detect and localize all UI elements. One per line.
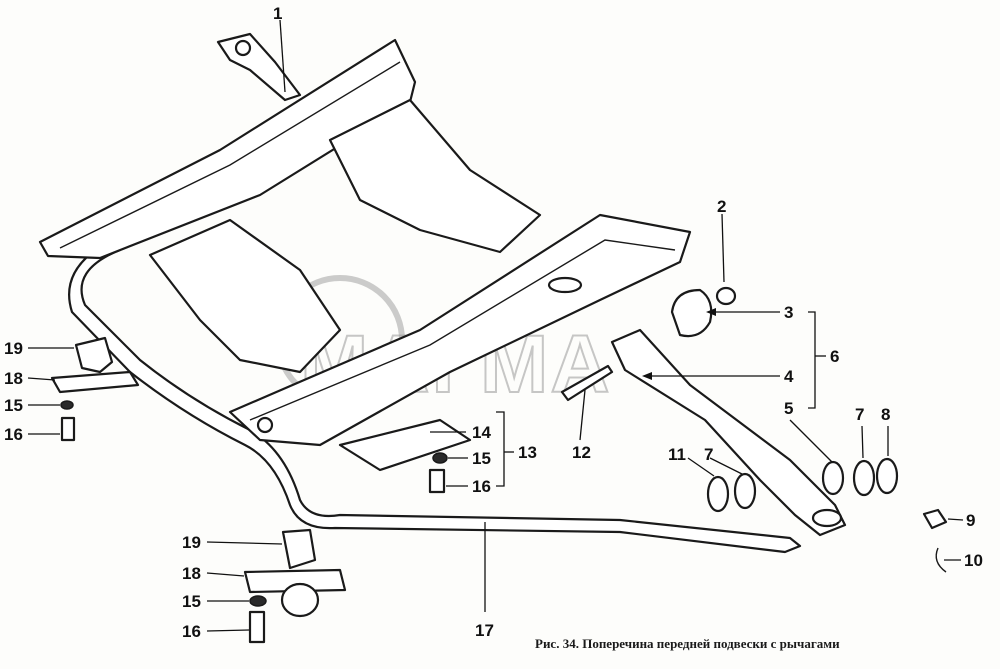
bracket-18b — [243, 568, 347, 594]
washer-11 — [706, 475, 730, 513]
bracket-18a — [50, 370, 140, 394]
callout-11: 11 — [668, 445, 686, 464]
washer-15c — [249, 595, 267, 607]
callout-16b: 16 — [472, 477, 491, 496]
callout-5: 5 — [784, 399, 793, 418]
bolt-16b — [428, 468, 446, 494]
bushing-5 — [821, 460, 845, 496]
callout-14: 14 — [472, 423, 491, 442]
callout-15c: 15 — [182, 592, 201, 611]
lower-control-arm — [610, 328, 847, 537]
bolt-16a — [60, 416, 76, 442]
rubber-cushion-19b — [281, 528, 317, 570]
callout-6: 6 — [830, 347, 839, 366]
callout-15a: 15 — [4, 396, 23, 415]
washer-15a — [60, 400, 74, 410]
callout-18b: 18 — [182, 564, 201, 583]
rubber-cushion-19a — [74, 336, 114, 374]
leader-lines — [27, 19, 964, 632]
figure-caption: Рис. 34. Поперечина передней подвески с … — [535, 636, 840, 651]
callout-15b: 15 — [472, 449, 491, 468]
washer-15b — [432, 452, 448, 464]
nut-2 — [715, 286, 737, 306]
arm-eye — [811, 508, 843, 528]
washer-7b — [852, 459, 876, 497]
callout-10: 10 — [964, 551, 983, 570]
callout-7b: 7 — [855, 405, 864, 424]
callout-9: 9 — [966, 511, 975, 530]
callout-8: 8 — [881, 405, 890, 424]
callout-16a: 16 — [4, 425, 23, 444]
left-clamp-lower — [243, 528, 347, 644]
callout-2: 2 — [717, 197, 726, 216]
callout-18a: 18 — [4, 369, 23, 388]
washer-8 — [875, 457, 899, 495]
washer-7a — [733, 472, 757, 510]
callout-17: 17 — [475, 621, 494, 640]
callout-4: 4 — [784, 367, 794, 386]
bolt-12 — [560, 364, 614, 402]
rubber-bushing-3 — [670, 288, 713, 338]
callout-13: 13 — [518, 443, 537, 462]
callout-7a: 7 — [704, 445, 713, 464]
stabilizer-bar — [68, 238, 802, 554]
callout-19b: 19 — [182, 533, 201, 552]
callout-1: 1 — [273, 4, 282, 23]
nut-9 — [922, 508, 948, 530]
left-clamp-upper — [50, 336, 140, 442]
callout-3: 3 — [784, 303, 793, 322]
bolt-16c — [248, 610, 266, 644]
center-clamp — [428, 452, 448, 494]
callout-12: 12 — [572, 443, 591, 462]
callout-19a: 19 — [4, 339, 23, 358]
callout-labels: 1 2 3 4 5 6 7 8 9 10 11 7 12 13 14 15 16… — [4, 4, 983, 641]
callout-16c: 16 — [182, 622, 201, 641]
crossmember-frame — [38, 32, 692, 472]
cotter-pin-10 — [935, 547, 947, 573]
